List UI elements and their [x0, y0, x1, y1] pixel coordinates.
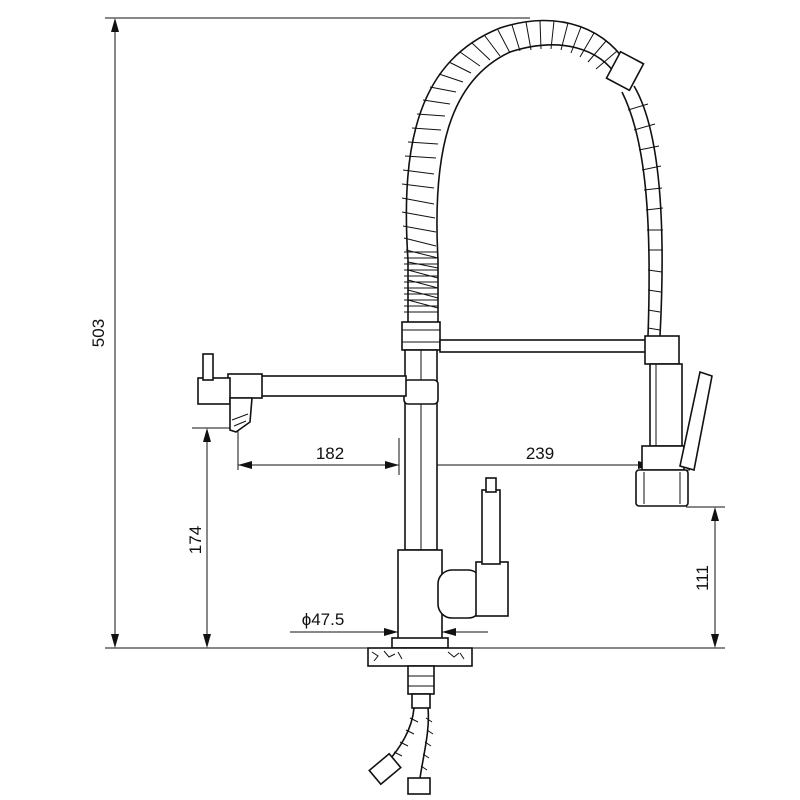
spring-coil: [401, 19, 645, 322]
dimension-spray-head-height: 111: [693, 507, 719, 648]
dimension-total-height: 503: [89, 18, 119, 648]
spray-hose: [621, 85, 664, 337]
spray-head-height-label: 111: [693, 565, 712, 591]
main-spout-reach-label: 239: [526, 444, 554, 463]
deck-mount: [367, 637, 473, 709]
side-spout-height-label: 174: [186, 526, 205, 554]
mixer-handle: [397, 477, 509, 641]
base-diameter-label: ϕ47.5: [302, 610, 345, 629]
dimension-reach: 182 239: [238, 444, 652, 469]
side-spout: [197, 353, 407, 433]
side-spout-reach-label: 182: [316, 444, 344, 463]
faucet-body: [401, 321, 441, 551]
dimension-side-spout-height: 174: [186, 428, 211, 648]
spray-head: [635, 363, 713, 507]
spray-holder-arm: [439, 335, 680, 365]
supply-hoses: [368, 707, 434, 795]
dimension-base-diameter: ϕ47.5: [290, 610, 488, 636]
total-height-label: 503: [89, 319, 108, 347]
